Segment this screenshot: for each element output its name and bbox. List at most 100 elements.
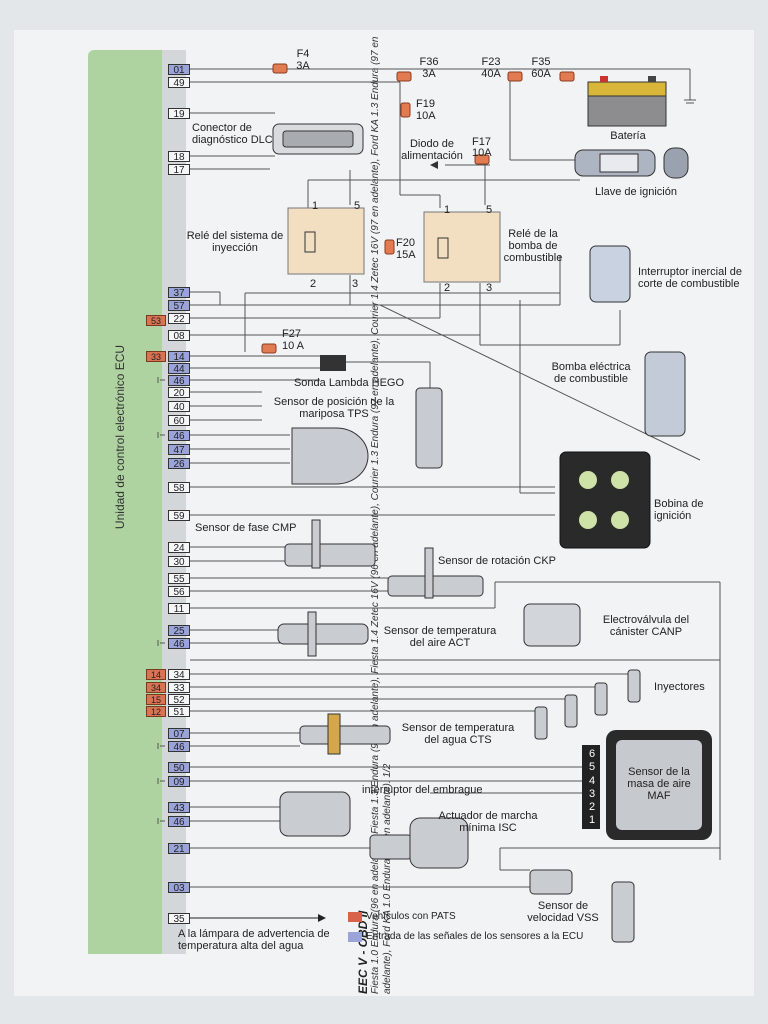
ecu-pin: 40	[168, 401, 190, 413]
ecu-pin: 55	[168, 573, 190, 585]
ecu-pin: 37	[168, 287, 190, 299]
label-cts: Sensor de temperatura del agua CTS	[401, 722, 515, 746]
fuse-name: F27	[282, 328, 301, 340]
maf-terminal: 2	[588, 801, 596, 813]
injector-icon	[594, 682, 608, 716]
ecu-pin: 58	[168, 482, 190, 494]
fuse-rating: 3A	[422, 68, 436, 80]
ecu-pin: 20	[168, 387, 190, 399]
ecu-pin: 47	[168, 444, 190, 456]
ecu-pin: 08	[168, 330, 190, 342]
maf-terminal: 4	[588, 775, 596, 787]
ecu-pin: 49	[168, 77, 190, 89]
fuse-f19	[400, 102, 411, 118]
fuse-name: F17	[472, 136, 491, 148]
fuse-name: F20	[396, 237, 415, 249]
isc-actuator-icon	[369, 834, 413, 860]
ecu-pin: 19	[168, 108, 190, 120]
maf-terminal: 5	[588, 761, 596, 773]
ignition-coil-icon	[559, 451, 651, 549]
relay-terminal: 1	[443, 204, 451, 216]
legend-label-sensors: Entrada de las señales de los sensores a…	[366, 931, 584, 942]
cts-sensor-icon	[299, 725, 391, 745]
label-interruptor-inercial: Interruptor inercial de corte de combust…	[638, 266, 742, 290]
ecu-pin: 46	[168, 816, 190, 828]
fuse-f23	[507, 71, 523, 82]
ecu-pin: 46	[168, 430, 190, 442]
legend-swatch-sensors	[348, 932, 362, 942]
vss-sensor-icon	[529, 869, 573, 895]
fuse-rating: 10 A	[282, 340, 305, 352]
fuse-name: F35	[531, 56, 551, 68]
ecu-pin: 60	[168, 415, 190, 427]
ecu-pin: 33	[168, 682, 190, 694]
ecu-pin: 07	[168, 728, 190, 740]
ecu-pin: 30	[168, 556, 190, 568]
pats-tag: 33	[146, 351, 166, 362]
ecu-pin: 35	[168, 913, 190, 925]
canp-valve-icon	[523, 603, 581, 647]
label-vss: Sensor de velocidad VSS	[527, 900, 599, 924]
ecu-pin: 01	[168, 64, 190, 76]
label-lampara: A la lámpara de advertencia de temperatu…	[178, 928, 330, 952]
fuse-name: F23	[481, 56, 501, 68]
fuse-name: F36	[419, 56, 439, 68]
legend-swatch-pats	[348, 912, 362, 922]
label-bobina: Bobina de ignición	[654, 498, 704, 522]
maf-terminal: 1	[588, 814, 596, 826]
diode-icon	[430, 161, 438, 169]
injector-icon	[564, 694, 578, 728]
label-rele-inyeccion: Relé del sistema de inyección	[186, 230, 284, 254]
ecu-pin: 18	[168, 151, 190, 163]
relay-terminal: 5	[353, 200, 361, 212]
label-cmp: Sensor de fase CMP	[195, 522, 297, 534]
ecu-pin: 57	[168, 300, 190, 312]
fuse-f27	[261, 343, 277, 354]
fuse-f17	[474, 154, 490, 165]
label-bomba: Bomba eléctrica de combustible	[551, 361, 631, 385]
pats-tag: 15	[146, 694, 166, 705]
fuse-f4	[272, 63, 288, 74]
label-inyectores: Inyectores	[654, 681, 705, 693]
maf-terminal: 3	[588, 788, 596, 800]
ecu-pin: 17	[168, 164, 190, 176]
fuse-rating: 3A	[296, 60, 310, 72]
label-canp: Electroválvula del cánister CANP	[602, 614, 690, 638]
ecu-pin: 34	[168, 669, 190, 681]
label-hego: Sonda Lambda HEGO	[293, 377, 405, 389]
fuse-rating: 10A	[416, 110, 436, 122]
ecu-pin: 46	[168, 638, 190, 650]
ecu-pin: 46	[168, 375, 190, 387]
ecu-pin: 52	[168, 694, 190, 706]
label-diodo: Diodo de alimentación	[401, 138, 463, 162]
ecu-pin: 09	[168, 776, 190, 788]
label-isc: Actuador de marcha mínima ISC	[438, 810, 538, 834]
hego-connector-icon	[320, 355, 346, 371]
label-maf: Sensor de la masa de aire MAF	[627, 766, 691, 802]
inertia-switch-icon	[589, 245, 631, 303]
ecu-pin: 26	[168, 458, 190, 470]
hego-sensor-icon	[415, 387, 443, 469]
relay-terminal: 2	[443, 282, 451, 294]
label-ckp: Sensor de rotación CKP	[438, 555, 557, 567]
fuel-pump-relay-icon	[423, 211, 501, 283]
ecu-pin: 21	[168, 843, 190, 855]
act-sensor-icon	[277, 623, 369, 645]
label-bateria: Batería	[610, 130, 646, 142]
label-embrague: interruptor del embrague	[362, 784, 483, 796]
relay-terminal: 1	[311, 200, 319, 212]
injector-icon	[627, 669, 641, 703]
cmp-sensor-icon	[284, 543, 376, 567]
maf-terminal: 6	[588, 748, 596, 760]
label-rele-bomba: Relé de la bomba de combustible	[503, 228, 563, 264]
relay-terminal: 5	[485, 204, 493, 216]
fuse-rating: 60A	[531, 68, 551, 80]
ecu-pin: 44	[168, 363, 190, 375]
pats-tag: 34	[146, 682, 166, 693]
ecu-pin: 22	[168, 313, 190, 325]
label-llave: Llave de ignición	[595, 186, 677, 198]
ecu-pin: 50	[168, 762, 190, 774]
ckp-sensor-icon	[387, 575, 484, 597]
ecu-block	[88, 50, 162, 954]
ecu-pin: 51	[168, 706, 190, 718]
